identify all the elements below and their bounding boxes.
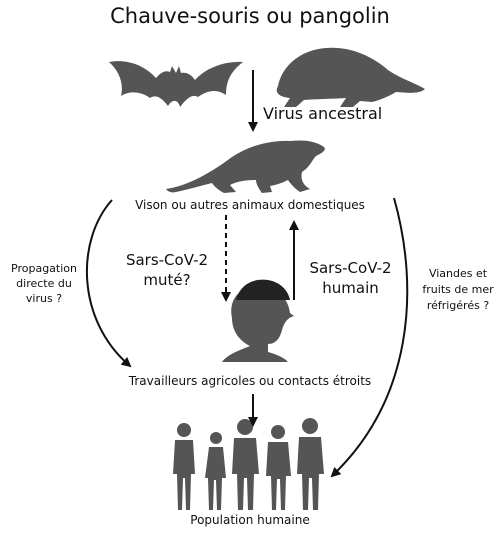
viandes-label: Viandes et fruits de mer réfrigérés ? xyxy=(422,267,494,312)
sars-humain-line1: Sars-CoV-2 xyxy=(309,259,392,277)
arrow-right-curve xyxy=(330,197,409,478)
sars-humain-line2: humain xyxy=(322,279,379,297)
worker-head-icon xyxy=(222,279,294,362)
vison-label: Vison ou autres animaux domestiques xyxy=(135,198,365,212)
bat-icon xyxy=(109,61,243,107)
person-1 xyxy=(173,423,195,510)
pangolin-icon xyxy=(276,47,425,107)
sars-mute-line1: Sars-CoV-2 xyxy=(125,251,209,269)
travailleurs-label: Travailleurs agricoles ou contacts étroi… xyxy=(128,374,372,388)
person-2 xyxy=(205,432,226,510)
arrow-left-curve xyxy=(85,199,132,368)
person-4 xyxy=(266,425,291,510)
people-group-icon xyxy=(173,418,324,510)
population-label: Population humaine xyxy=(190,513,310,527)
sars-mute-label: Sars-CoV-2 muté? xyxy=(112,250,222,290)
sars-mute-line2: muté? xyxy=(143,271,191,289)
sars-humain-label: Sars-CoV-2 humain xyxy=(298,258,403,298)
virus-ancestral-label: Virus ancestral xyxy=(263,104,383,123)
person-3 xyxy=(232,419,259,510)
propagation-label: Propagation directe du virus ? xyxy=(11,262,77,305)
mink-icon xyxy=(166,140,325,193)
person-5 xyxy=(297,418,324,510)
diagram-title: Chauve-souris ou pangolin xyxy=(110,4,390,28)
